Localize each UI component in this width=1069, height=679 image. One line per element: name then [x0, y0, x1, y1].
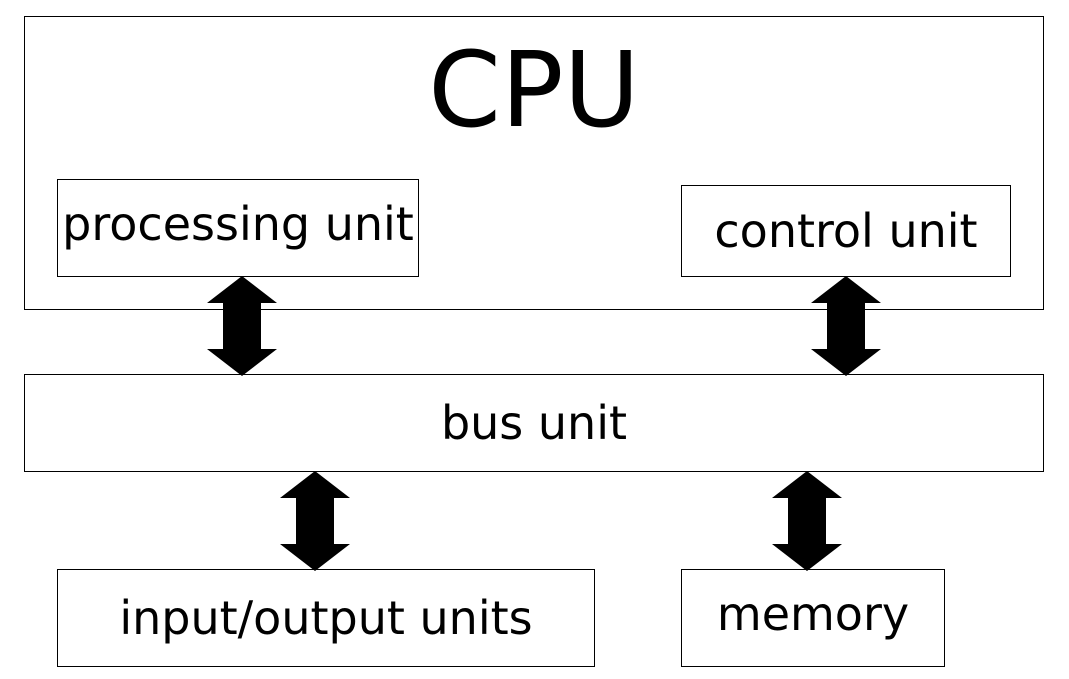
memory-label: memory [716, 587, 910, 642]
cpu-title: CPU [428, 29, 640, 151]
double-arrow-icon [772, 471, 842, 571]
double-arrow-icon [280, 471, 350, 571]
processing-unit-box: processing unit [57, 179, 419, 277]
double-arrow-icon [811, 276, 881, 376]
control-unit-label: control unit [714, 204, 978, 258]
io-units-box: input/output units [57, 569, 595, 667]
double-arrow-icon [207, 276, 277, 376]
memory-box: memory [681, 569, 945, 667]
bus-unit-box: bus unit [24, 374, 1044, 472]
processing-unit-label: processing unit [62, 197, 414, 252]
bus-unit-label: bus unit [440, 396, 628, 450]
io-units-label: input/output units [119, 591, 533, 645]
control-unit-box: control unit [681, 185, 1011, 277]
